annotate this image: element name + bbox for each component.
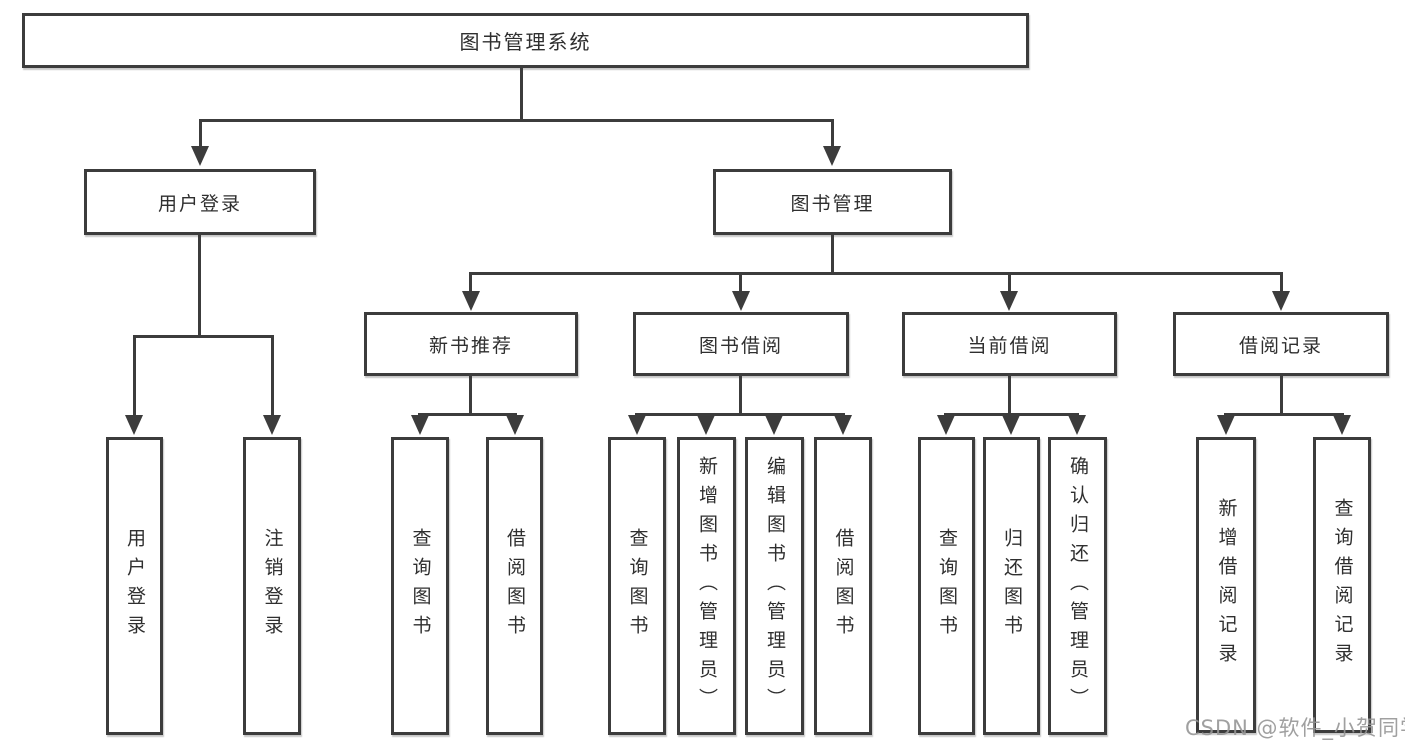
- node-leaf-rec-query-books: 查询图书: [391, 437, 449, 735]
- node-leaf-records-add: 新增借阅记录: [1196, 437, 1256, 733]
- connector-records-bar: [1224, 413, 1344, 416]
- arrow-to-rec-borrow-books: [506, 415, 524, 435]
- arrow-to-bor-borrow-books: [834, 415, 852, 435]
- arrow-to-records-add: [1217, 415, 1235, 435]
- node-leaf-logout-label: 注销登录: [261, 528, 284, 644]
- arrow-to-rec-query-books: [411, 415, 429, 435]
- connector-root-drop-left: [199, 119, 202, 149]
- arrow-to-bor-add-books: [697, 415, 715, 435]
- node-leaf-bor-edit-books-label: 编辑图书（管理员）: [764, 455, 786, 717]
- node-leaf-bor-borrow-books: 借阅图书: [814, 437, 872, 735]
- connector-borrow-stem: [739, 376, 742, 416]
- node-book-mgmt: 图书管理: [713, 169, 952, 235]
- node-leaf-records-add-label: 新增借阅记录: [1215, 498, 1238, 672]
- connector-book-mgmt-drop-4: [1280, 272, 1283, 294]
- node-leaf-records-query: 查询借阅记录: [1313, 437, 1371, 733]
- node-leaf-rec-query-books-label: 查询图书: [409, 528, 432, 644]
- connector-records-stem: [1280, 376, 1283, 416]
- node-book-borrow: 图书借阅: [633, 312, 849, 376]
- node-leaf-user-login: 用户登录: [106, 437, 163, 735]
- arrow-to-user-login: [191, 146, 209, 166]
- node-leaf-rec-borrow-books-label: 借阅图书: [504, 528, 526, 644]
- node-user-login-label: 用户登录: [157, 192, 242, 215]
- arrow-to-cur-query-books: [937, 415, 955, 435]
- node-leaf-bor-add-books: 新增图书（管理员）: [677, 437, 736, 735]
- connector-user-login-drop-2: [271, 335, 274, 417]
- node-leaf-cur-query-books-label: 查询图书: [936, 528, 958, 644]
- arrow-to-borrow-records: [1272, 291, 1290, 311]
- arrow-to-leaf-logout: [263, 415, 281, 435]
- node-leaf-cur-confirm-return: 确认归还（管理员）: [1048, 437, 1107, 735]
- arrow-to-book-borrow: [732, 291, 750, 311]
- node-leaf-bor-query-books: 查询图书: [608, 437, 666, 735]
- node-leaf-bor-edit-books: 编辑图书（管理员）: [745, 437, 804, 735]
- node-current-borrow-label: 当前借阅: [967, 334, 1052, 357]
- node-book-borrow-label: 图书借阅: [698, 334, 783, 357]
- node-leaf-bor-query-books-label: 查询图书: [626, 528, 649, 644]
- csdn-watermark: CSDN @软件_小贺同学: [1185, 716, 1405, 740]
- arrow-to-records-query: [1333, 415, 1351, 435]
- connector-book-mgmt-drop-1: [469, 272, 472, 294]
- connector-current-stem: [1008, 376, 1011, 416]
- arrow-to-current-borrow: [1000, 291, 1018, 311]
- connector-root-drop-right: [831, 119, 834, 149]
- arrow-to-leaf-user-login: [125, 415, 143, 435]
- arrow-to-cur-return-books: [1002, 415, 1020, 435]
- connector-user-login-stem: [198, 235, 201, 338]
- node-leaf-user-login-label: 用户登录: [124, 528, 146, 644]
- node-book-mgmt-label: 图书管理: [790, 192, 875, 215]
- connector-book-mgmt-bar: [469, 272, 1283, 275]
- node-user-login: 用户登录: [84, 169, 316, 235]
- connector-root-bar: [199, 119, 834, 122]
- connector-book-mgmt-drop-3: [1008, 272, 1011, 294]
- node-new-book-rec-label: 新书推荐: [428, 334, 513, 357]
- node-leaf-records-query-label: 查询借阅记录: [1331, 498, 1354, 672]
- connector-rec-bar: [418, 413, 517, 416]
- arrow-to-new-book-rec: [462, 291, 480, 311]
- node-leaf-bor-borrow-books-label: 借阅图书: [832, 528, 855, 644]
- connector-rec-stem: [469, 376, 472, 416]
- node-leaf-logout: 注销登录: [243, 437, 301, 735]
- arrow-to-cur-confirm-return: [1068, 415, 1086, 435]
- connector-current-bar: [944, 413, 1079, 416]
- connector-borrow-bar: [635, 413, 845, 416]
- arrow-to-bor-edit-books: [765, 415, 783, 435]
- node-root: 图书管理系统: [22, 13, 1029, 68]
- arrow-to-book-mgmt: [823, 146, 841, 166]
- node-new-book-rec: 新书推荐: [364, 312, 578, 376]
- connector-root-stem: [520, 66, 523, 122]
- connector-user-login-bar: [133, 335, 274, 338]
- node-leaf-cur-return-books-label: 归还图书: [1001, 528, 1023, 644]
- connector-book-mgmt-stem: [831, 235, 834, 275]
- node-current-borrow: 当前借阅: [902, 312, 1117, 376]
- node-leaf-cur-confirm-return-label: 确认归还（管理员）: [1067, 455, 1089, 717]
- node-leaf-rec-borrow-books: 借阅图书: [486, 437, 543, 735]
- connector-book-mgmt-drop-2: [739, 272, 742, 294]
- node-leaf-cur-query-books: 查询图书: [918, 437, 975, 735]
- connector-user-login-drop-1: [133, 335, 136, 417]
- node-root-label: 图书管理系统: [459, 30, 592, 54]
- node-borrow-records: 借阅记录: [1173, 312, 1389, 376]
- node-borrow-records-label: 借阅记录: [1238, 334, 1323, 357]
- node-leaf-bor-add-books-label: 新增图书（管理员）: [696, 455, 718, 717]
- node-leaf-cur-return-books: 归还图书: [983, 437, 1040, 735]
- arrow-to-bor-query-books: [628, 415, 646, 435]
